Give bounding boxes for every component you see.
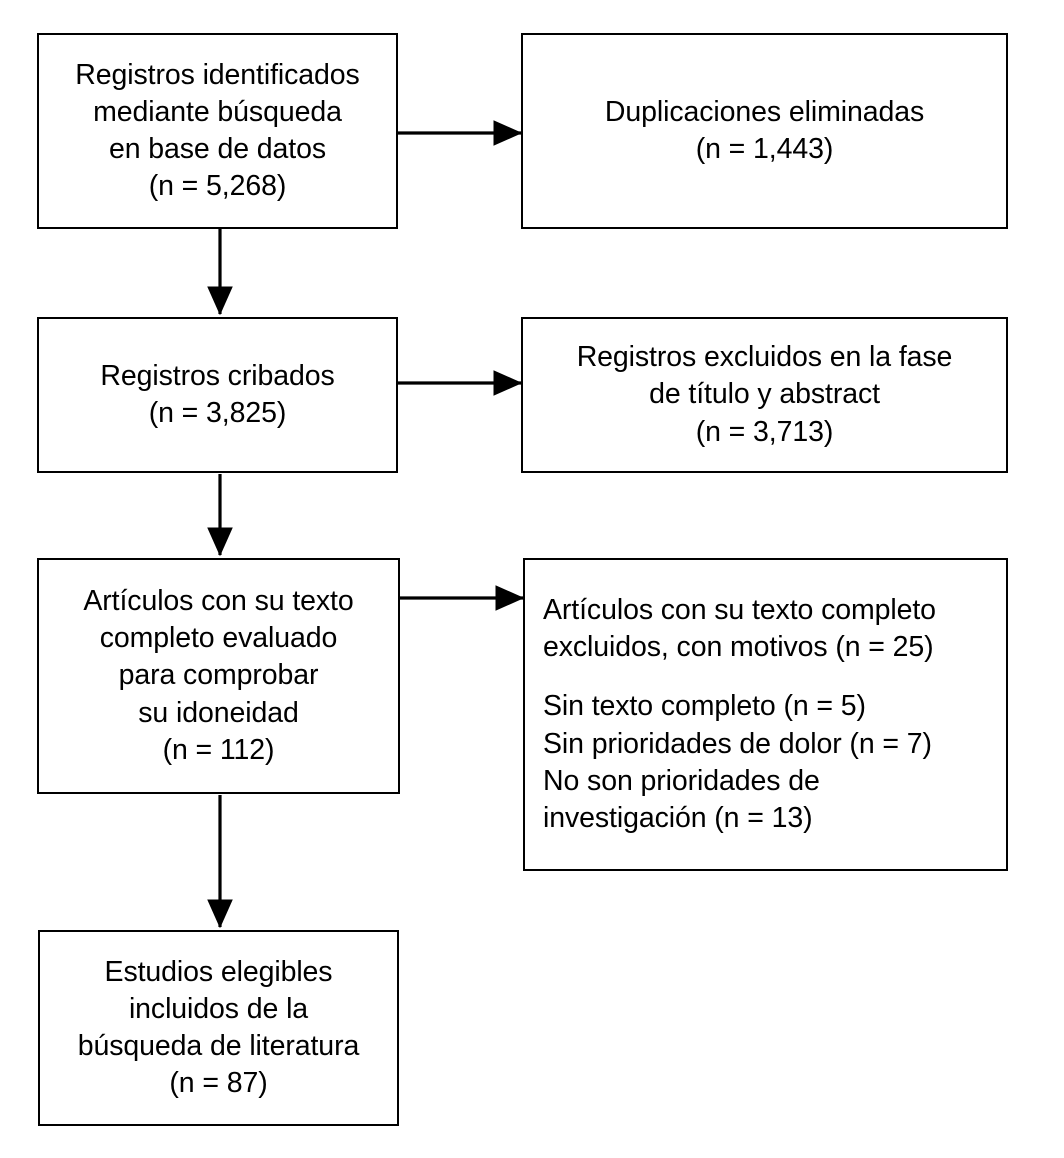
box-line: Registros excluidos en la fase [576,341,953,374]
box-line: (n = 112) [162,733,275,766]
box-line: (n = 87) [169,1067,268,1100]
box-line: (n = 3,825) [148,397,287,429]
box-line: investigación (n = 13) [543,801,813,834]
box-line: para comprobar [118,659,319,692]
box-line: No son prioridades de [543,764,820,797]
box-line: incluidos de la [128,992,309,1025]
box-line: Registros cribados [100,359,335,392]
box-line: excluidos, con motivos (n = 25) [543,631,934,664]
box-line: completo evaluado [99,622,338,655]
studies-included-box: Estudios elegibles incluidos de la búsqu… [38,930,399,1126]
box-line: mediante búsqueda [93,95,342,128]
box-line: en base de datos [108,133,327,165]
box-line: Artículos con su texto completo [543,594,936,627]
box-line: de título y abstract [649,378,880,411]
records-excluded-title-abstract-box: Registros excluidos en la fase de título… [521,317,1008,473]
duplicates-removed-box: Duplicaciones eliminadas (n = 1,443) [521,33,1008,229]
box-line: (n = 1,443) [695,133,834,165]
records-identified-box: Registros identificados mediante búsqued… [37,33,398,229]
box-line: Duplicaciones eliminadas [604,95,925,128]
box-line: Sin texto completo (n = 5) [543,690,866,723]
fulltext-excluded-reasons-box: Artículos con su texto completo excluido… [523,558,1008,871]
box-line: Sin prioridades de dolor (n = 7) [543,727,932,760]
records-screened-box: Registros cribados (n = 3,825) [37,317,398,473]
box-line: Estudios elegibles [104,955,333,988]
box-line: búsqueda de literatura [77,1030,360,1062]
box-line: Registros identificados [75,58,360,91]
fulltext-assessed-box: Artículos con su texto completo evaluado… [37,558,400,794]
box-line: (n = 5,268) [148,170,287,203]
box-line: (n = 3,713) [695,415,834,448]
box-line: su idoneidad [138,696,299,729]
box-line: Artículos con su texto [83,585,354,618]
